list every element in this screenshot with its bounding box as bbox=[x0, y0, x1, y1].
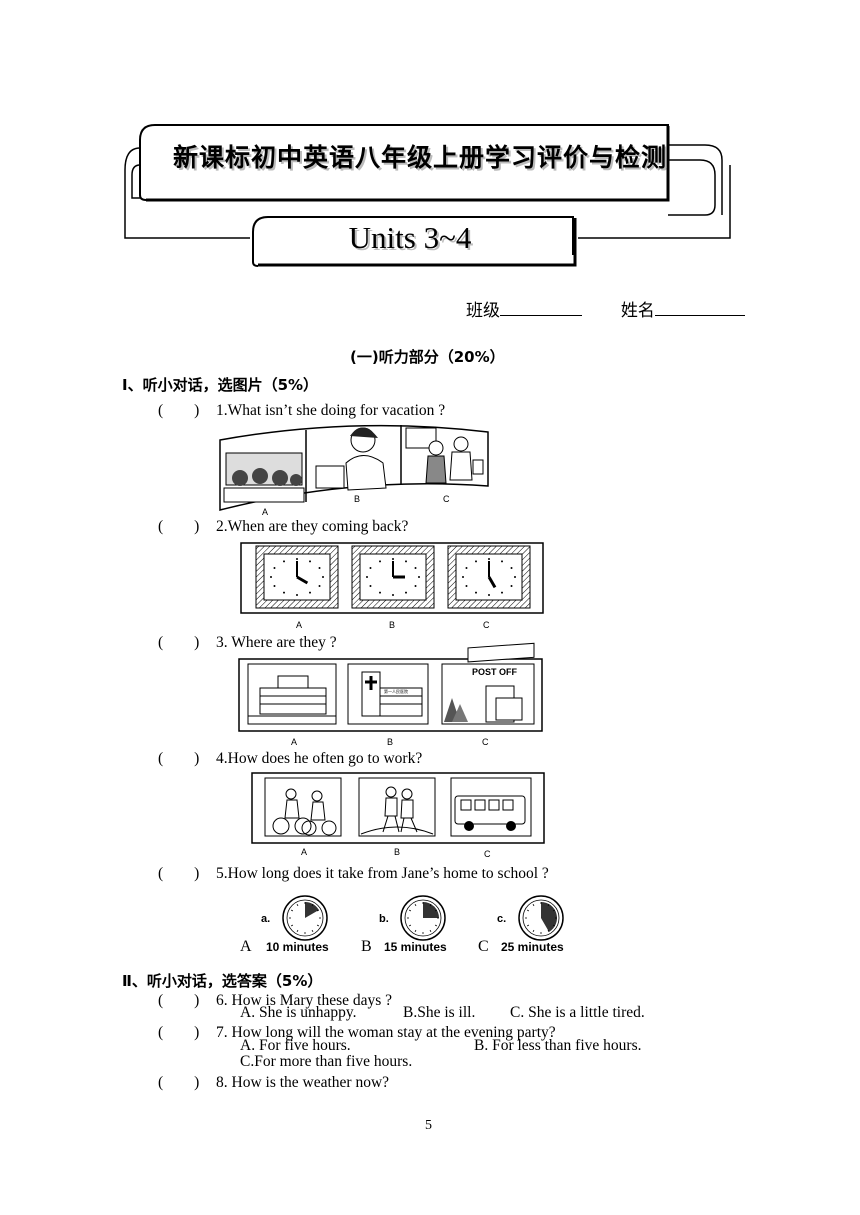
question-1: ( ) 1.What isn’t she doing for vacation ? bbox=[158, 398, 445, 420]
question-8: ( ) 8. How is the weather now? bbox=[158, 1070, 389, 1092]
dial-tag: a. bbox=[261, 913, 270, 925]
title-banner-frame bbox=[124, 124, 731, 267]
answer-paren[interactable]: ( ) bbox=[158, 865, 200, 882]
class-label: 班级 bbox=[466, 301, 500, 321]
worksheet-title: 新课标初中英语八年级上册学习评价与检测 bbox=[172, 143, 667, 172]
question-text: 4.How does he often go to work? bbox=[216, 750, 423, 767]
label-c: C bbox=[484, 849, 491, 859]
option-c-minutes: 25 minutes bbox=[501, 940, 564, 954]
answer-paren[interactable]: ( ) bbox=[158, 634, 200, 651]
answer-paren[interactable]: ( ) bbox=[158, 1074, 200, 1091]
clocks-picture bbox=[240, 542, 544, 614]
q7-option-c: C.For more than five hours. bbox=[240, 1053, 413, 1070]
question-5: ( ) 5.How long does it take from Jane’s h… bbox=[158, 861, 549, 883]
q6-option-a: A. She is unhappy. bbox=[240, 1004, 357, 1021]
question-text: 3. Where are they ? bbox=[216, 634, 337, 651]
part2-title: Ⅱ、听小对话，选答案（5%） bbox=[122, 972, 323, 990]
label-c: C bbox=[482, 737, 489, 747]
places-picture: 第一人民医院 POST OFF bbox=[238, 642, 543, 732]
q7-option-b: B. For less than five hours. bbox=[474, 1037, 642, 1054]
label-a: A bbox=[291, 737, 298, 747]
part1-title: Ⅰ、听小对话，选图片（5%） bbox=[122, 376, 319, 394]
label-b: B bbox=[387, 737, 394, 747]
hour-hand bbox=[487, 576, 497, 589]
elapsed-sector bbox=[541, 902, 557, 932]
question-2: ( ) 2.When are they coming back? bbox=[158, 514, 408, 536]
answer-paren[interactable]: ( ) bbox=[158, 402, 200, 419]
question-text: 2.When are they coming back? bbox=[216, 518, 409, 535]
time-dial: b. bbox=[379, 895, 446, 941]
time-dial: a. bbox=[261, 895, 328, 941]
vacation-activities-picture bbox=[219, 424, 489, 511]
question-text: 7. How long will the woman stay at the e… bbox=[216, 1024, 556, 1041]
label-b: B bbox=[354, 494, 361, 504]
label-c: C bbox=[483, 620, 490, 630]
units-title: Units 3~4 bbox=[348, 220, 472, 255]
answer-paren[interactable]: ( ) bbox=[158, 750, 200, 767]
time-dial: c. bbox=[497, 895, 564, 941]
elapsed-sector bbox=[305, 902, 319, 918]
q6-option-b: B.She is ill. bbox=[403, 1004, 476, 1021]
dial-tag: c. bbox=[497, 913, 506, 925]
hour-hand bbox=[296, 575, 309, 585]
class-name-line: 班级 姓名 bbox=[466, 296, 745, 321]
question-text: 5.How long does it take from Jane’s home… bbox=[216, 865, 549, 882]
clock-face bbox=[255, 545, 339, 609]
option-a-minutes: 10 minutes bbox=[266, 940, 329, 954]
label-a: A bbox=[301, 847, 308, 857]
page-number: 5 bbox=[425, 1118, 432, 1133]
label-b: B bbox=[389, 620, 396, 630]
q6-option-c: C. She is a little tired. bbox=[510, 1004, 645, 1021]
listening-section-title: (一)听力部分（20%） bbox=[350, 348, 505, 366]
question-3: ( ) 3. Where are they ? bbox=[158, 630, 337, 652]
question-6: ( ) 6. How is Mary these days ? bbox=[158, 988, 392, 1010]
elapsed-sector bbox=[423, 902, 439, 918]
name-blank[interactable] bbox=[654, 301, 745, 316]
label-a: A bbox=[296, 620, 303, 630]
hospital-sign: 第一人民医院 bbox=[384, 688, 408, 694]
option-letter-c: C bbox=[478, 938, 489, 955]
dial-tag: b. bbox=[379, 913, 389, 925]
time-dials-picture: a. b. c. bbox=[261, 895, 564, 941]
label-a: A bbox=[262, 507, 269, 517]
question-text: 6. How is Mary these days ? bbox=[216, 992, 393, 1009]
post-office-sign: POST OFF bbox=[472, 667, 518, 677]
label-b: B bbox=[394, 847, 401, 857]
clock-face bbox=[351, 545, 435, 609]
question-4: ( ) 4.How does he often go to work? bbox=[158, 746, 422, 768]
answer-paren[interactable]: ( ) bbox=[158, 1024, 200, 1041]
class-blank[interactable] bbox=[500, 301, 582, 316]
answer-paren[interactable]: ( ) bbox=[158, 992, 200, 1009]
transport-picture bbox=[251, 772, 545, 844]
answer-paren[interactable]: ( ) bbox=[158, 518, 200, 535]
question-text: 8. How is the weather now? bbox=[216, 1074, 390, 1091]
option-b-minutes: 15 minutes bbox=[384, 940, 447, 954]
option-letter-a: A bbox=[240, 938, 252, 955]
question-7: ( ) 7. How long will the woman stay at th… bbox=[158, 1020, 556, 1042]
label-c: C bbox=[443, 494, 450, 504]
clock-face bbox=[447, 545, 531, 609]
name-label: 姓名 bbox=[620, 301, 655, 321]
q7-option-a: A. For five hours. bbox=[240, 1037, 351, 1054]
option-letter-b: B bbox=[361, 938, 372, 955]
question-text: 1.What isn’t she doing for vacation ? bbox=[216, 402, 446, 419]
